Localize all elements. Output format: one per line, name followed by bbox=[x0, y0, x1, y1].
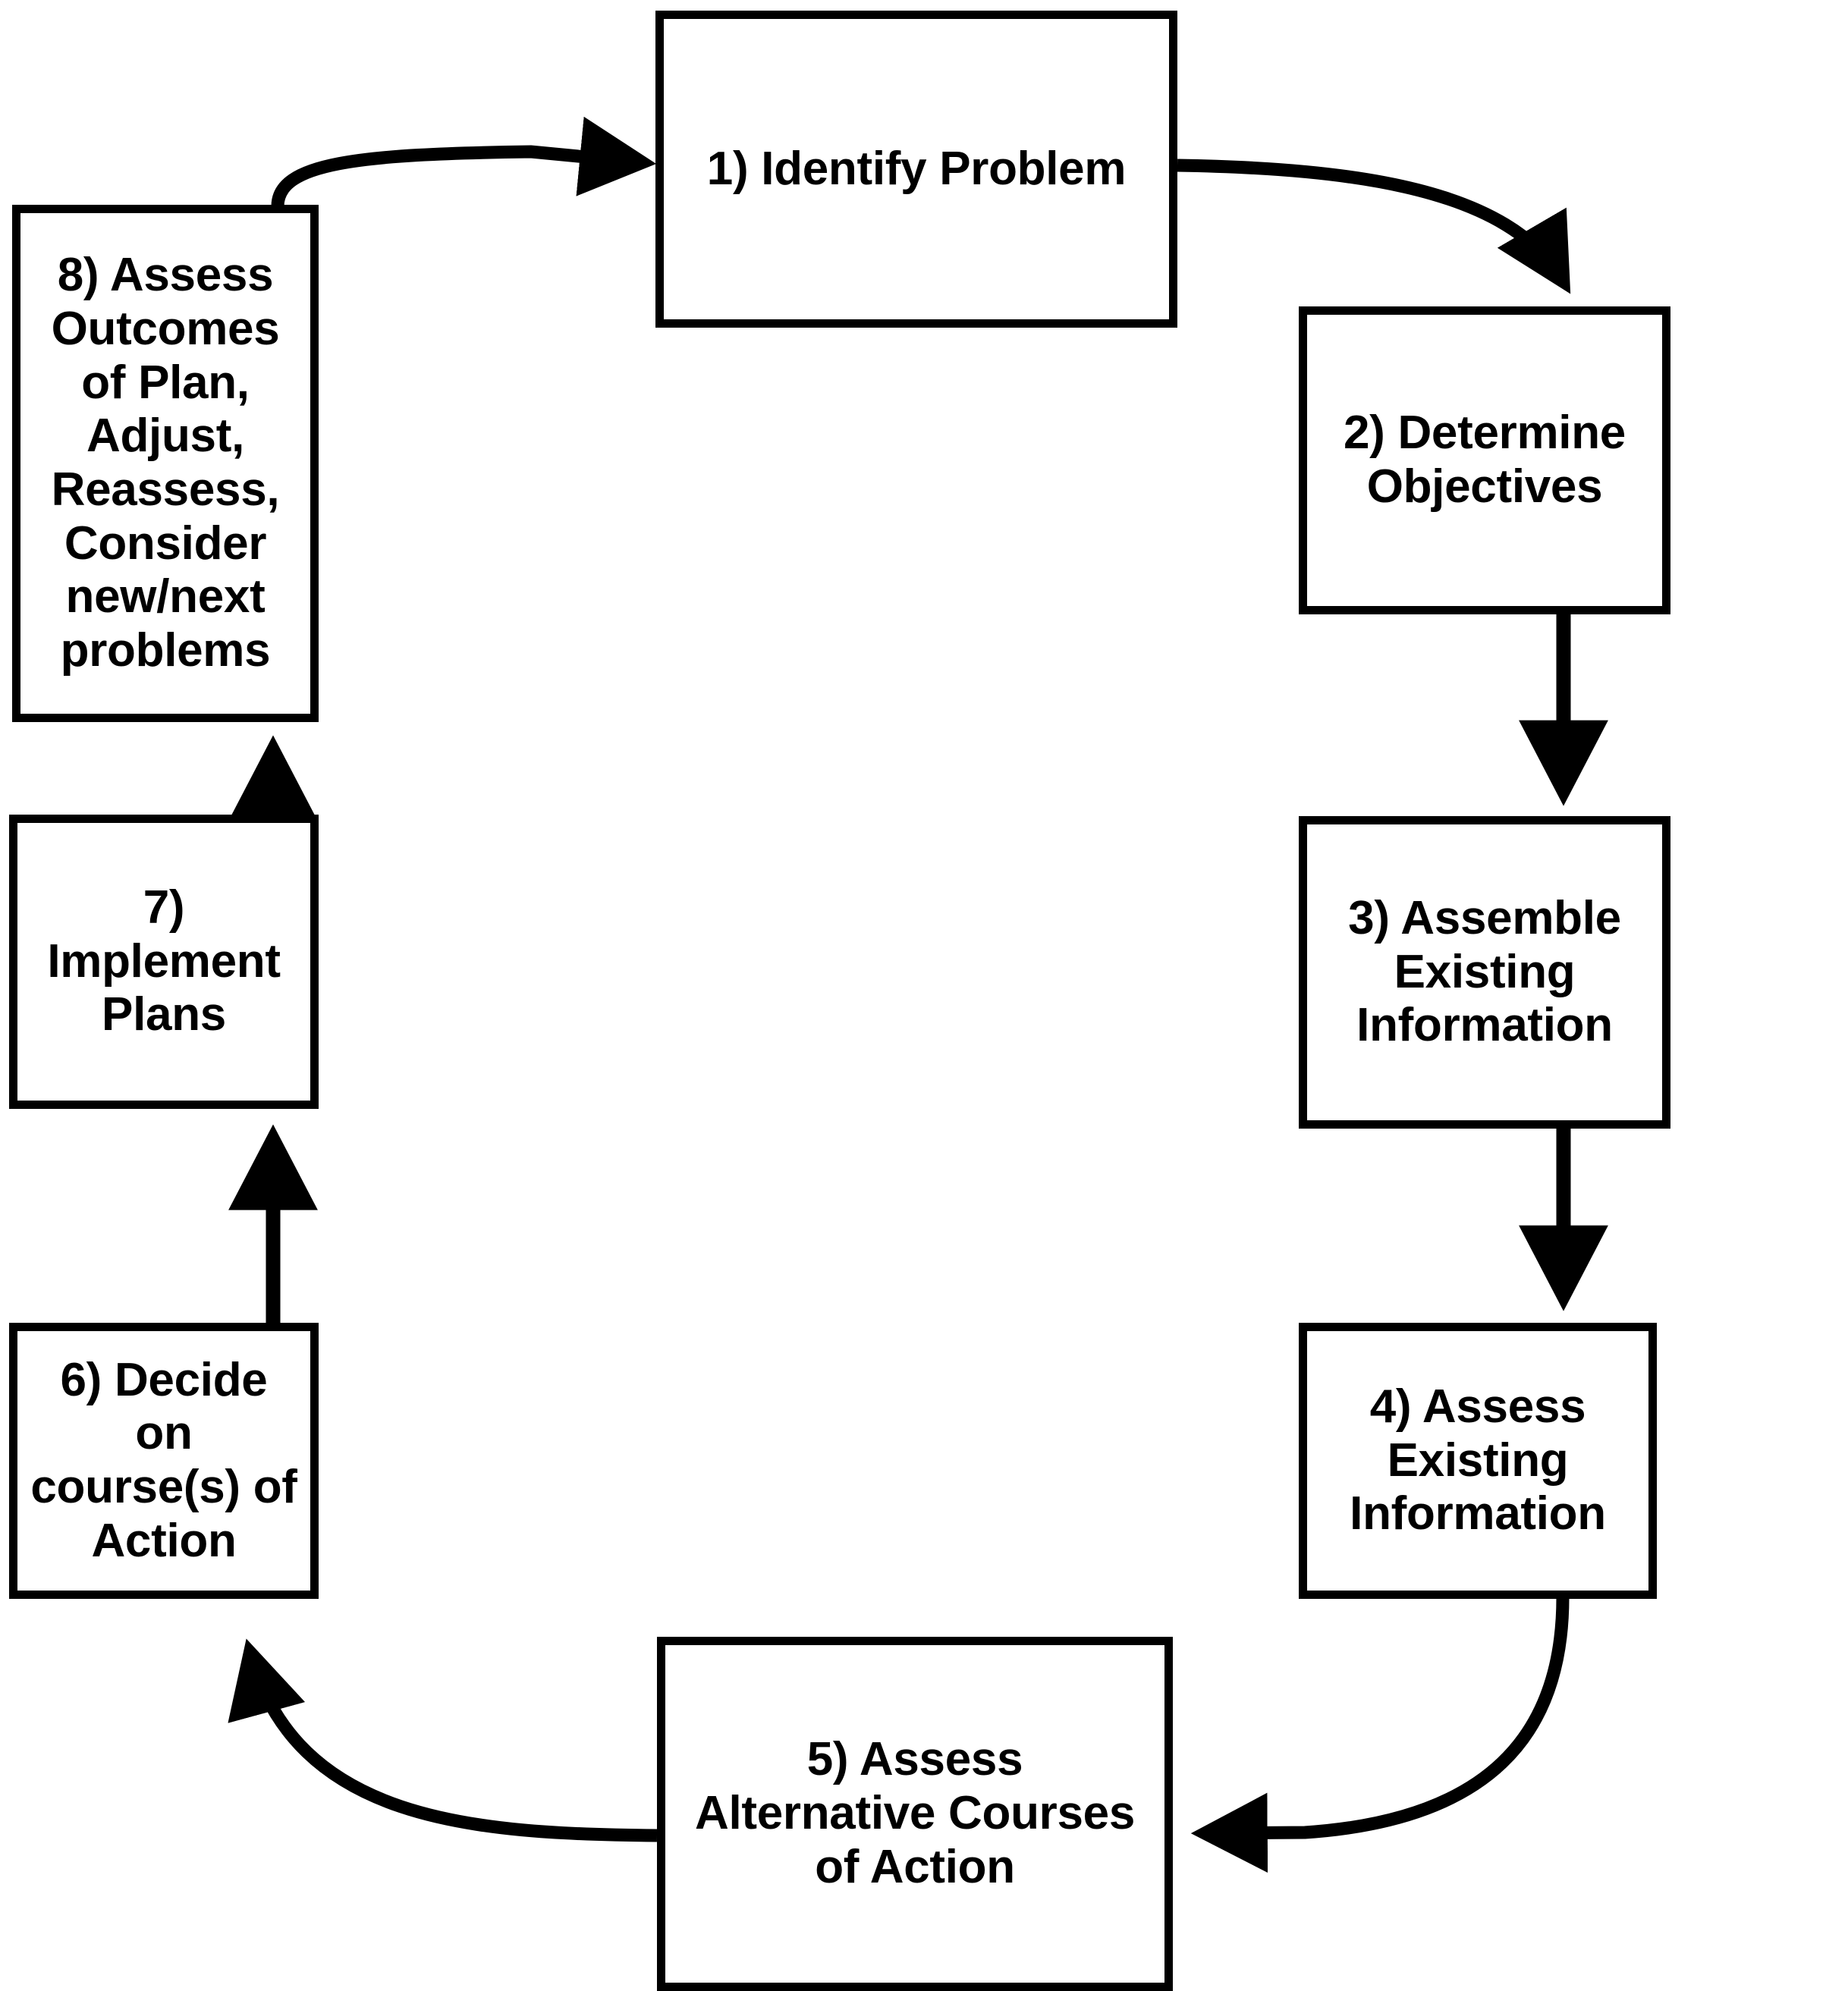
node-assemble-existing-information[interactable]: 3) Assemble Existing Information bbox=[1299, 816, 1670, 1129]
node-assess-alternative-courses-of-action[interactable]: 5) Assess Alternative Courses of Action bbox=[657, 1637, 1173, 1991]
node-label: 6) Decide on course(s) of Action bbox=[30, 1353, 297, 1567]
node-label: 4) Assess Existing Information bbox=[1350, 1380, 1606, 1540]
node-label: 7) Implement Plans bbox=[47, 881, 281, 1041]
edge-1-to-2 bbox=[1177, 159, 1571, 294]
node-identify-problem[interactable]: 1) Identify Problem bbox=[655, 11, 1177, 328]
node-assess-existing-information[interactable]: 4) Assess Existing Information bbox=[1299, 1323, 1657, 1599]
node-label: 8) Assess Outcomes of Plan, Adjust, Reas… bbox=[51, 249, 280, 677]
node-label: 5) Assess Alternative Courses of Action bbox=[694, 1733, 1136, 1893]
node-label: 2) Determine Objectives bbox=[1344, 407, 1626, 513]
node-label: 3) Assemble Existing Information bbox=[1348, 891, 1621, 1052]
node-label: 1) Identify Problem bbox=[706, 142, 1127, 195]
edge-5-to-6 bbox=[228, 1638, 658, 1842]
node-decide-on-courses-of-action[interactable]: 6) Decide on course(s) of Action bbox=[9, 1323, 319, 1599]
node-assess-outcomes[interactable]: 8) Assess Outcomes of Plan, Adjust, Reas… bbox=[12, 205, 319, 722]
node-implement-plans[interactable]: 7) Implement Plans bbox=[9, 815, 319, 1109]
edge-8-to-1 bbox=[271, 116, 657, 207]
node-determine-objectives[interactable]: 2) Determine Objectives bbox=[1299, 306, 1670, 614]
edge-4-to-5 bbox=[1190, 1597, 1570, 1873]
